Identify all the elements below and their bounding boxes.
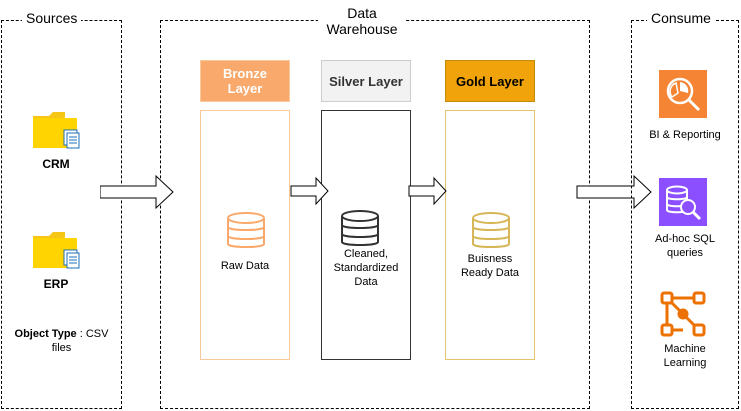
- silver-layer-title: Silver Layer: [329, 73, 403, 89]
- silver-content-line3: Data: [354, 276, 378, 288]
- bronze-layer-title-line2: Layer: [227, 81, 263, 96]
- sql-label-line2: queries: [666, 247, 704, 259]
- bronze-layer-title-line1: Bronze: [222, 66, 268, 81]
- machine-learning-icon: [659, 290, 707, 338]
- source-label-crm: CRM: [42, 157, 70, 171]
- gold-layer-title: Gold Layer: [456, 73, 524, 89]
- silver-content-line1: Cleaned,: [343, 248, 389, 260]
- silver-content-line2: Standardized: [333, 262, 399, 274]
- source-label-erp: ERP: [43, 277, 69, 291]
- database-icon: [226, 210, 266, 252]
- ml-label-line2: Learning: [663, 357, 707, 369]
- folder-icon: [31, 230, 81, 274]
- bronze-layer-content: Raw Data: [220, 260, 270, 272]
- bronze-layer-header: Bronze Layer: [200, 60, 290, 102]
- ml-label-line1: Machine: [664, 343, 706, 355]
- arrow-silver-to-gold: [408, 176, 448, 206]
- silver-layer-content: Cleaned, Standardized Data: [321, 247, 411, 289]
- sql-query-icon: [659, 178, 707, 226]
- database-icon: [471, 210, 511, 252]
- warehouse-title-line2: Warehouse: [326, 21, 398, 37]
- arrow-sources-to-warehouse: [100, 174, 176, 210]
- object-type-value-line2: files: [51, 342, 72, 354]
- sql-label-line1: Ad-hoc SQL: [655, 233, 715, 245]
- gold-layer-header: Gold Layer: [445, 60, 535, 102]
- arrow-warehouse-to-consume: [576, 174, 652, 210]
- bi-reporting-icon: [659, 70, 707, 118]
- consume-title: Consume: [647, 10, 715, 26]
- sources-title: Sources: [22, 10, 82, 26]
- object-type-value: : CSV: [76, 328, 109, 340]
- gold-layer-content: Buisness Ready Data: [445, 252, 535, 280]
- object-type-label: Object Type: [14, 328, 77, 340]
- consume-label-sql: Ad-hoc SQL queries: [636, 232, 734, 260]
- warehouse-title: Data Warehouse: [318, 5, 406, 37]
- database-icon: [340, 208, 380, 250]
- consume-label-ml: Machine Learning: [636, 342, 734, 370]
- warehouse-title-line1: Data: [347, 5, 377, 21]
- consume-label-bi-reporting: BI & Reporting: [649, 129, 721, 141]
- object-type-note: Object Type : CSV files: [4, 327, 119, 355]
- folder-icon: [31, 110, 81, 154]
- gold-content-line1: Buisness: [467, 253, 513, 265]
- gold-content-line2: Ready Data: [460, 267, 520, 279]
- arrow-bronze-to-silver: [290, 176, 330, 206]
- silver-layer-header: Silver Layer: [321, 60, 411, 102]
